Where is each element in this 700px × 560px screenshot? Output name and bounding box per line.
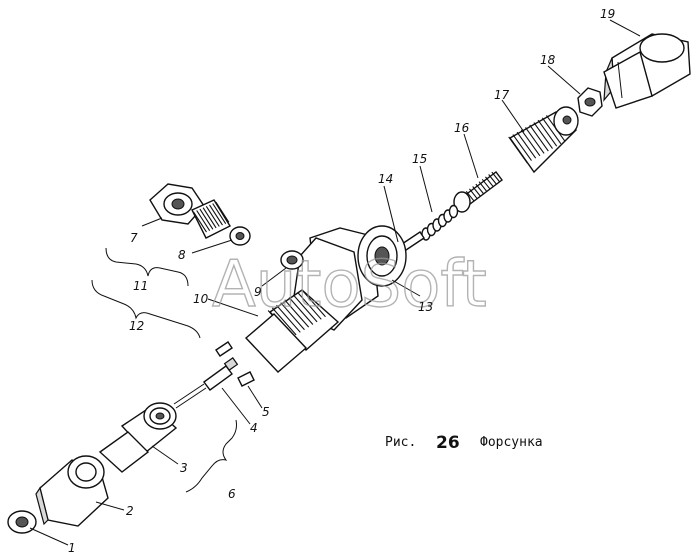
thread-line [196,210,211,231]
thread-line [280,302,305,331]
caption-number: 26 [436,433,460,453]
label-19: 19 [600,7,615,21]
thread-line [525,127,545,154]
thread-line [215,201,230,223]
thread-line [202,207,217,229]
label-1: 1 [68,541,76,555]
thread-line [516,131,537,159]
thread-line [193,211,207,233]
thread-line [485,176,494,187]
leader-lines [29,19,641,546]
label-11: 11 [133,279,148,293]
part-1-seal-washer [7,510,37,534]
part-13-injector-body [244,225,407,373]
part-15-spring [421,204,459,241]
part-3-atomizer [98,402,178,473]
thread-line [478,181,487,192]
label-8: 8 [178,248,186,262]
part-7-fitting [149,183,231,239]
part-19-cap-nut [603,33,691,109]
part-4-needle [173,357,239,409]
label-17: 17 [494,88,510,102]
label-12: 12 [129,319,144,333]
figure-caption: Рис. 26 Форсунка [385,433,543,453]
thread-line [520,129,541,157]
thread-line [284,299,310,328]
label-15: 15 [412,152,427,166]
thread-line [465,190,475,202]
thread-line [472,186,481,197]
label-7: 7 [130,231,138,245]
caption-prefix: Рис. [385,435,416,450]
thread-line [533,122,553,149]
thread-line [288,297,314,325]
part-18-nut [577,87,603,117]
thread-line [541,117,562,145]
caption-title: Форсунка [480,435,543,450]
label-18: 18 [540,53,556,67]
part-16-adjusting-screw [453,171,503,213]
thread-line [292,294,318,323]
thread-line [212,203,227,224]
label-14: 14 [378,172,393,186]
thread-line [205,206,220,227]
thread-line [512,134,532,161]
thread-line [529,124,549,152]
label-3: 3 [180,461,188,475]
watermark: AutoSoft [212,248,487,322]
thread-line [301,289,326,318]
label-6: 6 [228,487,236,501]
label-10: 10 [193,292,209,306]
label-4: 4 [250,421,258,435]
part-8-washer [229,226,251,246]
thread-line [508,136,528,164]
label-13: 13 [418,300,433,314]
thread-line [297,291,322,320]
label-16: 16 [454,121,470,135]
spring-coil [448,204,459,219]
thread-line [491,171,500,182]
thread-line [481,178,491,190]
label-5: 5 [262,405,270,419]
thread-line [488,174,497,185]
brace-6 [185,419,237,493]
thread-line [469,188,478,199]
label-9: 9 [254,285,262,299]
thread-line [271,307,297,336]
thread-line [199,208,214,230]
label-2: 2 [126,504,134,518]
thread-line [276,304,301,333]
part-17-threaded-body [508,106,579,174]
part-labels: 1 2 3 4 5 6 7 8 9 10 11 12 13 14 15 16 1… [68,7,615,555]
thread-line [475,183,484,194]
part-5-pins [215,341,255,387]
thread-line [209,204,223,226]
thread-line [546,115,566,142]
thread-line [537,119,558,147]
brace-11 [105,247,189,287]
part-2-nozzle-nut [35,455,109,527]
brace-12 [91,279,201,339]
